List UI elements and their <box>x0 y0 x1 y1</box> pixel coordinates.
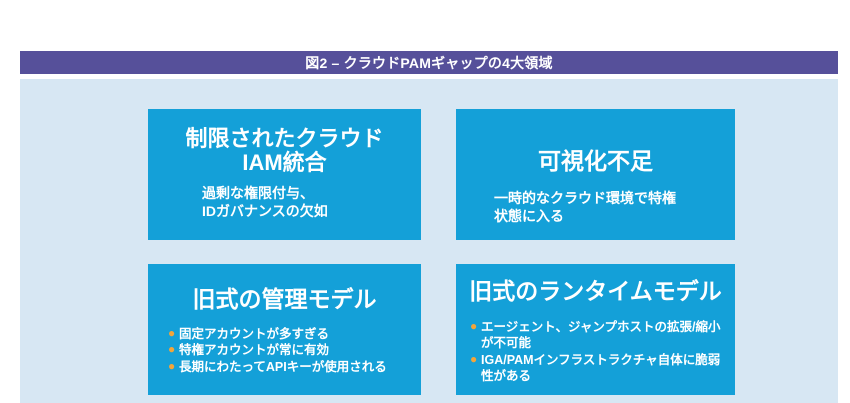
list-item: ●IGA/PAMインフラストラクチャ自体に脆弱性がある <box>470 352 728 385</box>
bullet-dot-icon: ● <box>168 358 176 373</box>
bullet-list: ●固定アカウントが多すぎる ●特権アカウントが常に有効 ●長期にわたってAPIキ… <box>168 326 413 375</box>
card-legacy-runtime-model: 旧式のランタイムモデル ●エージェント、ジャンプホストの拡張/縮小が不可能 ●I… <box>456 264 735 395</box>
list-item-text: エージェント、ジャンプホストの拡張/縮小が不可能 <box>481 320 721 351</box>
list-item: ●長期にわたってAPIキーが使用される <box>168 359 413 375</box>
card-title: 旧式の管理モデル <box>148 286 421 312</box>
card-title: 制限されたクラウド IAM統合 <box>148 126 421 176</box>
card-title: 可視化不足 <box>456 148 735 174</box>
bullet-list: ●エージェント、ジャンプホストの拡張/縮小が不可能 ●IGA/PAMインフラスト… <box>470 319 728 384</box>
card-limited-cloud-iam: 制限されたクラウド IAM統合 過剰な権限付与、 IDガバナンスの欠如 <box>148 109 421 240</box>
card-description-line: 一時的なクラウド環境で特権 <box>494 190 676 206</box>
bullet-dot-icon: ● <box>470 351 478 366</box>
card-title-line: IAM統合 <box>242 150 327 176</box>
card-title-line: 旧式のランタイムモデル <box>469 278 722 304</box>
card-description-line: 状態に入る <box>494 208 564 225</box>
list-item: ●特権アカウントが常に有効 <box>168 342 413 358</box>
card-title-line: 旧式の管理モデル <box>192 286 377 312</box>
card-description-line: IDガバナンスの欠如 <box>202 203 328 220</box>
list-item-text: 固定アカウントが多すぎる <box>179 327 330 341</box>
list-item: ●エージェント、ジャンプホストの拡張/縮小が不可能 <box>470 319 728 352</box>
card-visibility-gap: 可視化不足 一時的なクラウド環境で特権 状態に入る <box>456 109 735 240</box>
card-legacy-management-model: 旧式の管理モデル ●固定アカウントが多すぎる ●特権アカウントが常に有効 ●長期… <box>148 264 421 395</box>
figure-title: 図2 – クラウドPAMギャップの4大領域 <box>305 54 553 71</box>
card-title-line: 制限されたクラウド <box>185 126 384 151</box>
bullet-dot-icon: ● <box>168 342 176 357</box>
list-item: ●固定アカウントが多すぎる <box>168 326 413 342</box>
figure-title-bar: 図2 – クラウドPAMギャップの4大領域 <box>20 51 838 74</box>
card-title-line: 可視化不足 <box>538 148 653 174</box>
list-item-text: 特権アカウントが常に有効 <box>179 343 330 358</box>
bullet-dot-icon: ● <box>470 319 478 333</box>
card-title: 旧式のランタイムモデル <box>456 278 735 304</box>
list-item-text: 長期にわたってAPIキーが使用される <box>179 359 387 374</box>
card-description: 過剰な権限付与、 IDガバナンスの欠如 <box>202 184 328 220</box>
list-item-text: IGA/PAMインフラストラクチャ自体に脆弱性がある <box>481 352 721 383</box>
card-description-line: 過剰な権限付与、 <box>202 185 314 201</box>
card-description: 一時的なクラウド環境で特権 状態に入る <box>494 189 676 225</box>
bullet-dot-icon: ● <box>168 326 176 340</box>
